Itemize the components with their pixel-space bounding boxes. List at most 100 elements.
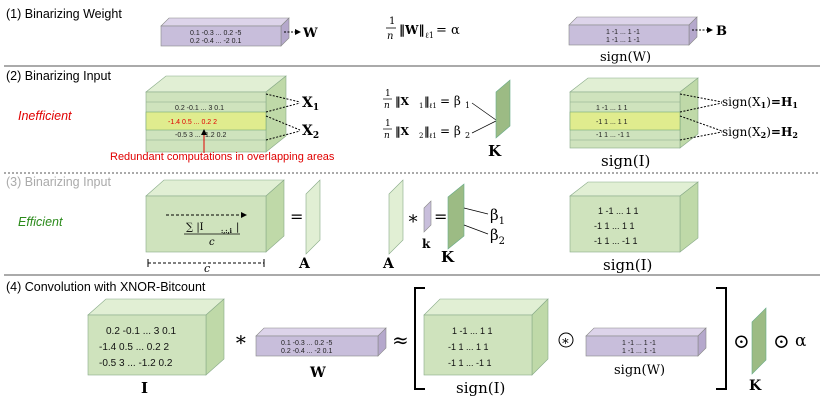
section-3-title: (3) Binarizing Input	[6, 175, 111, 189]
s3-row-2: -1 1 ... 1 1	[594, 221, 635, 231]
sign-W-4: 1 -1 ... 1 -1 1 -1 ... 1 -1	[585, 327, 707, 357]
s4-row-2: -1 1 ... 1 1	[448, 342, 489, 352]
label-alpha-4: α	[795, 331, 807, 351]
i2-row-2: -1.4 0.5 ... 0.2 2	[168, 119, 217, 126]
kernel-k	[423, 200, 432, 233]
svg-text:= β: = β	[440, 124, 461, 138]
binary-weight-B: 1 -1 ... 1 -1 1 -1 ... 1 -1	[568, 16, 698, 46]
kernel-K-3	[447, 183, 465, 250]
label-k: k	[422, 237, 431, 251]
input-cube-efficient	[145, 179, 285, 253]
x-pointers	[265, 93, 301, 141]
label-signI-4: sign(I)	[456, 379, 505, 397]
w4-row-1: 0.1 -0.3 ... 0.2 -5	[281, 340, 332, 347]
svg-text:‖W‖: ‖W‖	[399, 23, 424, 37]
s2-row-3: -1 1 ... -1 1	[596, 132, 630, 139]
svg-text:‖: ‖	[424, 95, 430, 108]
w-row-1: 0.1 -0.3 ... 0.2 -5	[190, 30, 241, 37]
label-beta2: β2	[490, 226, 505, 247]
svg-text::,:,i: :,:,i	[221, 228, 233, 235]
input-I-cube: 0.2 -0.1 ... 3 0.1 -1.4 0.5 ... 0.2 2 -0…	[87, 298, 225, 376]
label-A-1: A	[298, 256, 311, 272]
label-W: W	[302, 26, 318, 41]
label-efficient: Efficient	[18, 215, 63, 229]
label-signX2-H2: sign(X2)=H2	[722, 125, 798, 140]
label-W-4: W	[309, 365, 326, 381]
w-row-2: 0.2 -0.4 ... -2 0.1	[190, 38, 241, 45]
redundant-note: Redundant computations in overlapping ar…	[110, 151, 335, 163]
s3-row-3: -1 1 ... -1 1	[594, 236, 638, 246]
svg-text:n: n	[384, 131, 390, 141]
label-signI-2: sign(I)	[601, 152, 650, 170]
kernel-K-4	[751, 307, 767, 375]
svg-text:2: 2	[465, 131, 470, 140]
odot-1: ⊙	[733, 329, 750, 353]
sign-I-cube-overlapping: 1 -1 ... 1 1 -1 1 ... 1 1 -1 1 ... -1 1	[569, 77, 699, 149]
s3-row-1: 1 -1 ... 1 1	[598, 206, 639, 216]
right-bracket	[716, 287, 727, 390]
weight-W-4: 0.1 -0.3 ... 0.2 -5 0.2 -0.4 ... -2 0.1	[255, 327, 387, 357]
w4-row-2: 0.2 -0.4 ... -2 0.1	[281, 348, 332, 355]
equals-1: =	[290, 207, 303, 226]
i2-row-3: -0.5 3 ... -1.2 0.2	[175, 132, 226, 139]
label-X2: X2	[302, 123, 319, 141]
label-K-4: K	[749, 378, 762, 394]
svg-text:1: 1	[389, 16, 395, 27]
svg-text:ℓ1: ℓ1	[429, 132, 437, 140]
input-cube-overlapping: 0.2 -0.1 ... 3 0.1 -1.4 0.5 ... 0.2 2 -0…	[145, 75, 287, 153]
section-4-title: (4) Convolution with XNOR-Bitcount	[6, 280, 206, 294]
i2-row-1: 0.2 -0.1 ... 3 0.1	[175, 105, 224, 112]
star-1: ∗	[407, 208, 419, 229]
label-signW-4: sign(W)	[614, 363, 665, 378]
svg-text:|: |	[236, 222, 239, 233]
s4-row-3: -1 1 ... -1 1	[448, 358, 492, 368]
label-K-2: K	[488, 142, 502, 160]
svg-text:∑ |I: ∑ |I	[186, 222, 204, 233]
svg-text:‖X: ‖X	[395, 95, 410, 108]
label-K-3: K	[441, 248, 455, 266]
b-row-1: 1 -1 ... 1 -1	[606, 29, 640, 36]
i4-row-1: 0.2 -0.1 ... 3 0.1	[106, 326, 176, 337]
sum-formula: ∑ |I :,:,i | c	[184, 222, 240, 248]
label-inefficient: Inefficient	[18, 109, 72, 123]
star-2: ∗	[234, 327, 248, 351]
kernel-K-2	[495, 79, 511, 139]
label-signX1-H1: sign(X1)=H1	[722, 95, 798, 110]
alpha-formula: 1 n ‖W‖ ℓ1 = α	[386, 16, 460, 42]
b-row-2: 1 -1 ... 1 -1	[606, 37, 640, 44]
sw4-row-2: 1 -1 ... 1 -1	[622, 348, 656, 355]
approx: ≈	[392, 328, 409, 352]
svg-text:= α: = α	[436, 23, 460, 38]
svg-text:n: n	[387, 31, 393, 42]
svg-text:‖: ‖	[424, 125, 430, 138]
beta-formulas: 1 n ‖X 1 ‖ ℓ1 = β 1 1 n ‖X 2 ‖ ℓ1 = β 2	[383, 89, 470, 141]
label-beta1: β1	[490, 206, 505, 227]
i4-row-3: -0.5 3 ... -1.2 0.2	[99, 358, 173, 369]
svg-text:ℓ1: ℓ1	[429, 102, 437, 110]
svg-text:‖X: ‖X	[395, 125, 410, 138]
label-signI-3: sign(I)	[603, 256, 652, 274]
left-bracket	[414, 287, 425, 390]
label-B: B	[716, 24, 727, 39]
s2-row-2: -1 1 ... 1 1	[596, 119, 628, 126]
svg-text:1: 1	[385, 89, 391, 99]
plane-A-1	[305, 179, 321, 255]
weight-tensor-W: 0.1 -0.3 ... 0.2 -5 0.2 -0.4 ... -2 0.1	[160, 17, 290, 47]
equals-2: =	[434, 207, 447, 226]
label-X1: X1	[302, 95, 319, 113]
svg-text:ℓ1: ℓ1	[425, 31, 434, 40]
label-signW-1: sign(W)	[600, 50, 651, 65]
label-I-4: I	[141, 379, 148, 397]
svg-text:c: c	[209, 237, 215, 248]
svg-text:2: 2	[419, 132, 423, 140]
svg-text:1: 1	[385, 119, 391, 129]
section-2-title: (2) Binarizing Input	[6, 69, 111, 83]
circled-star-operator: ∗	[558, 332, 574, 349]
s2-row-1: 1 -1 ... 1 1	[596, 105, 628, 112]
sign-I-cube-4: 1 -1 ... 1 1 -1 1 ... 1 1 -1 1 ... -1 1	[423, 298, 549, 376]
svg-text:1: 1	[465, 101, 470, 110]
svg-text:∗: ∗	[561, 334, 570, 349]
section-1-title: (1) Binarizing Weight	[6, 7, 122, 21]
